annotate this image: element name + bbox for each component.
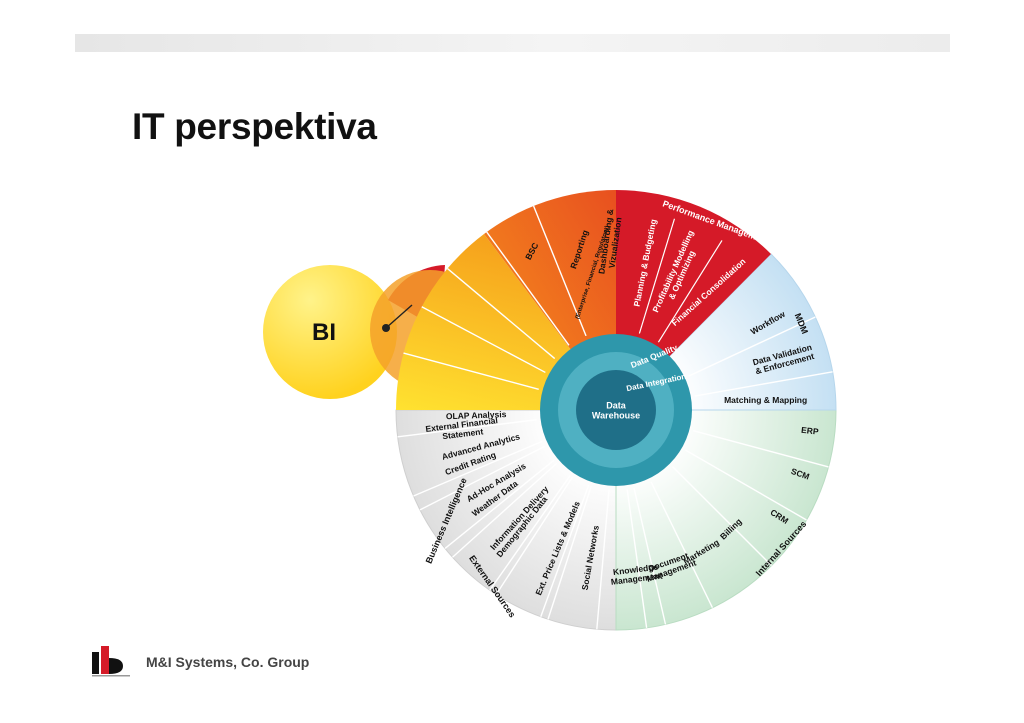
slice-divider [657,240,723,343]
slide-title: IT perspektiva [132,106,377,147]
slice-divider [633,487,667,625]
header-band [75,34,950,52]
slice-dividers [397,205,833,630]
slice-divider [650,481,714,609]
bi-item-label: OLAP Analysis [446,409,507,421]
bi-pointer-dot [382,324,390,332]
slice-divider [397,419,537,438]
slice-divider [444,459,555,549]
slice-divider [447,268,556,360]
slice-divider [419,445,546,511]
external-sources-wedge [395,409,617,631]
mdm-item-label: Matching & Mapping [724,395,807,405]
company-name: M&I Systems, Co. Group [146,654,310,670]
slice-divider [547,485,592,620]
slice-divider [403,352,539,390]
data-warehouse-core [576,370,656,450]
slice-divider [684,449,807,521]
slice-divider [693,430,829,468]
slice-divider [495,476,574,595]
slice-divider [486,231,570,346]
slice-divider [638,218,676,334]
bi-pointer-line [385,304,413,329]
slice-divider [694,371,833,397]
slice-divider [688,316,816,377]
slice-divider [596,489,610,630]
slice-divider [532,205,587,337]
slice-divider [672,466,773,567]
bi-label: BI [312,319,336,346]
slice-divider [489,475,571,591]
bi-bubble [263,265,397,399]
slice-divider [452,463,558,558]
slice-divider [421,306,546,374]
slice-divider [540,484,590,617]
slice-divider [626,489,648,628]
internal-source-label: ERP [801,425,820,437]
footer: M&I Systems, Co. Group [90,644,350,680]
company-logo-icon [92,646,130,677]
slice-divider [413,440,543,497]
